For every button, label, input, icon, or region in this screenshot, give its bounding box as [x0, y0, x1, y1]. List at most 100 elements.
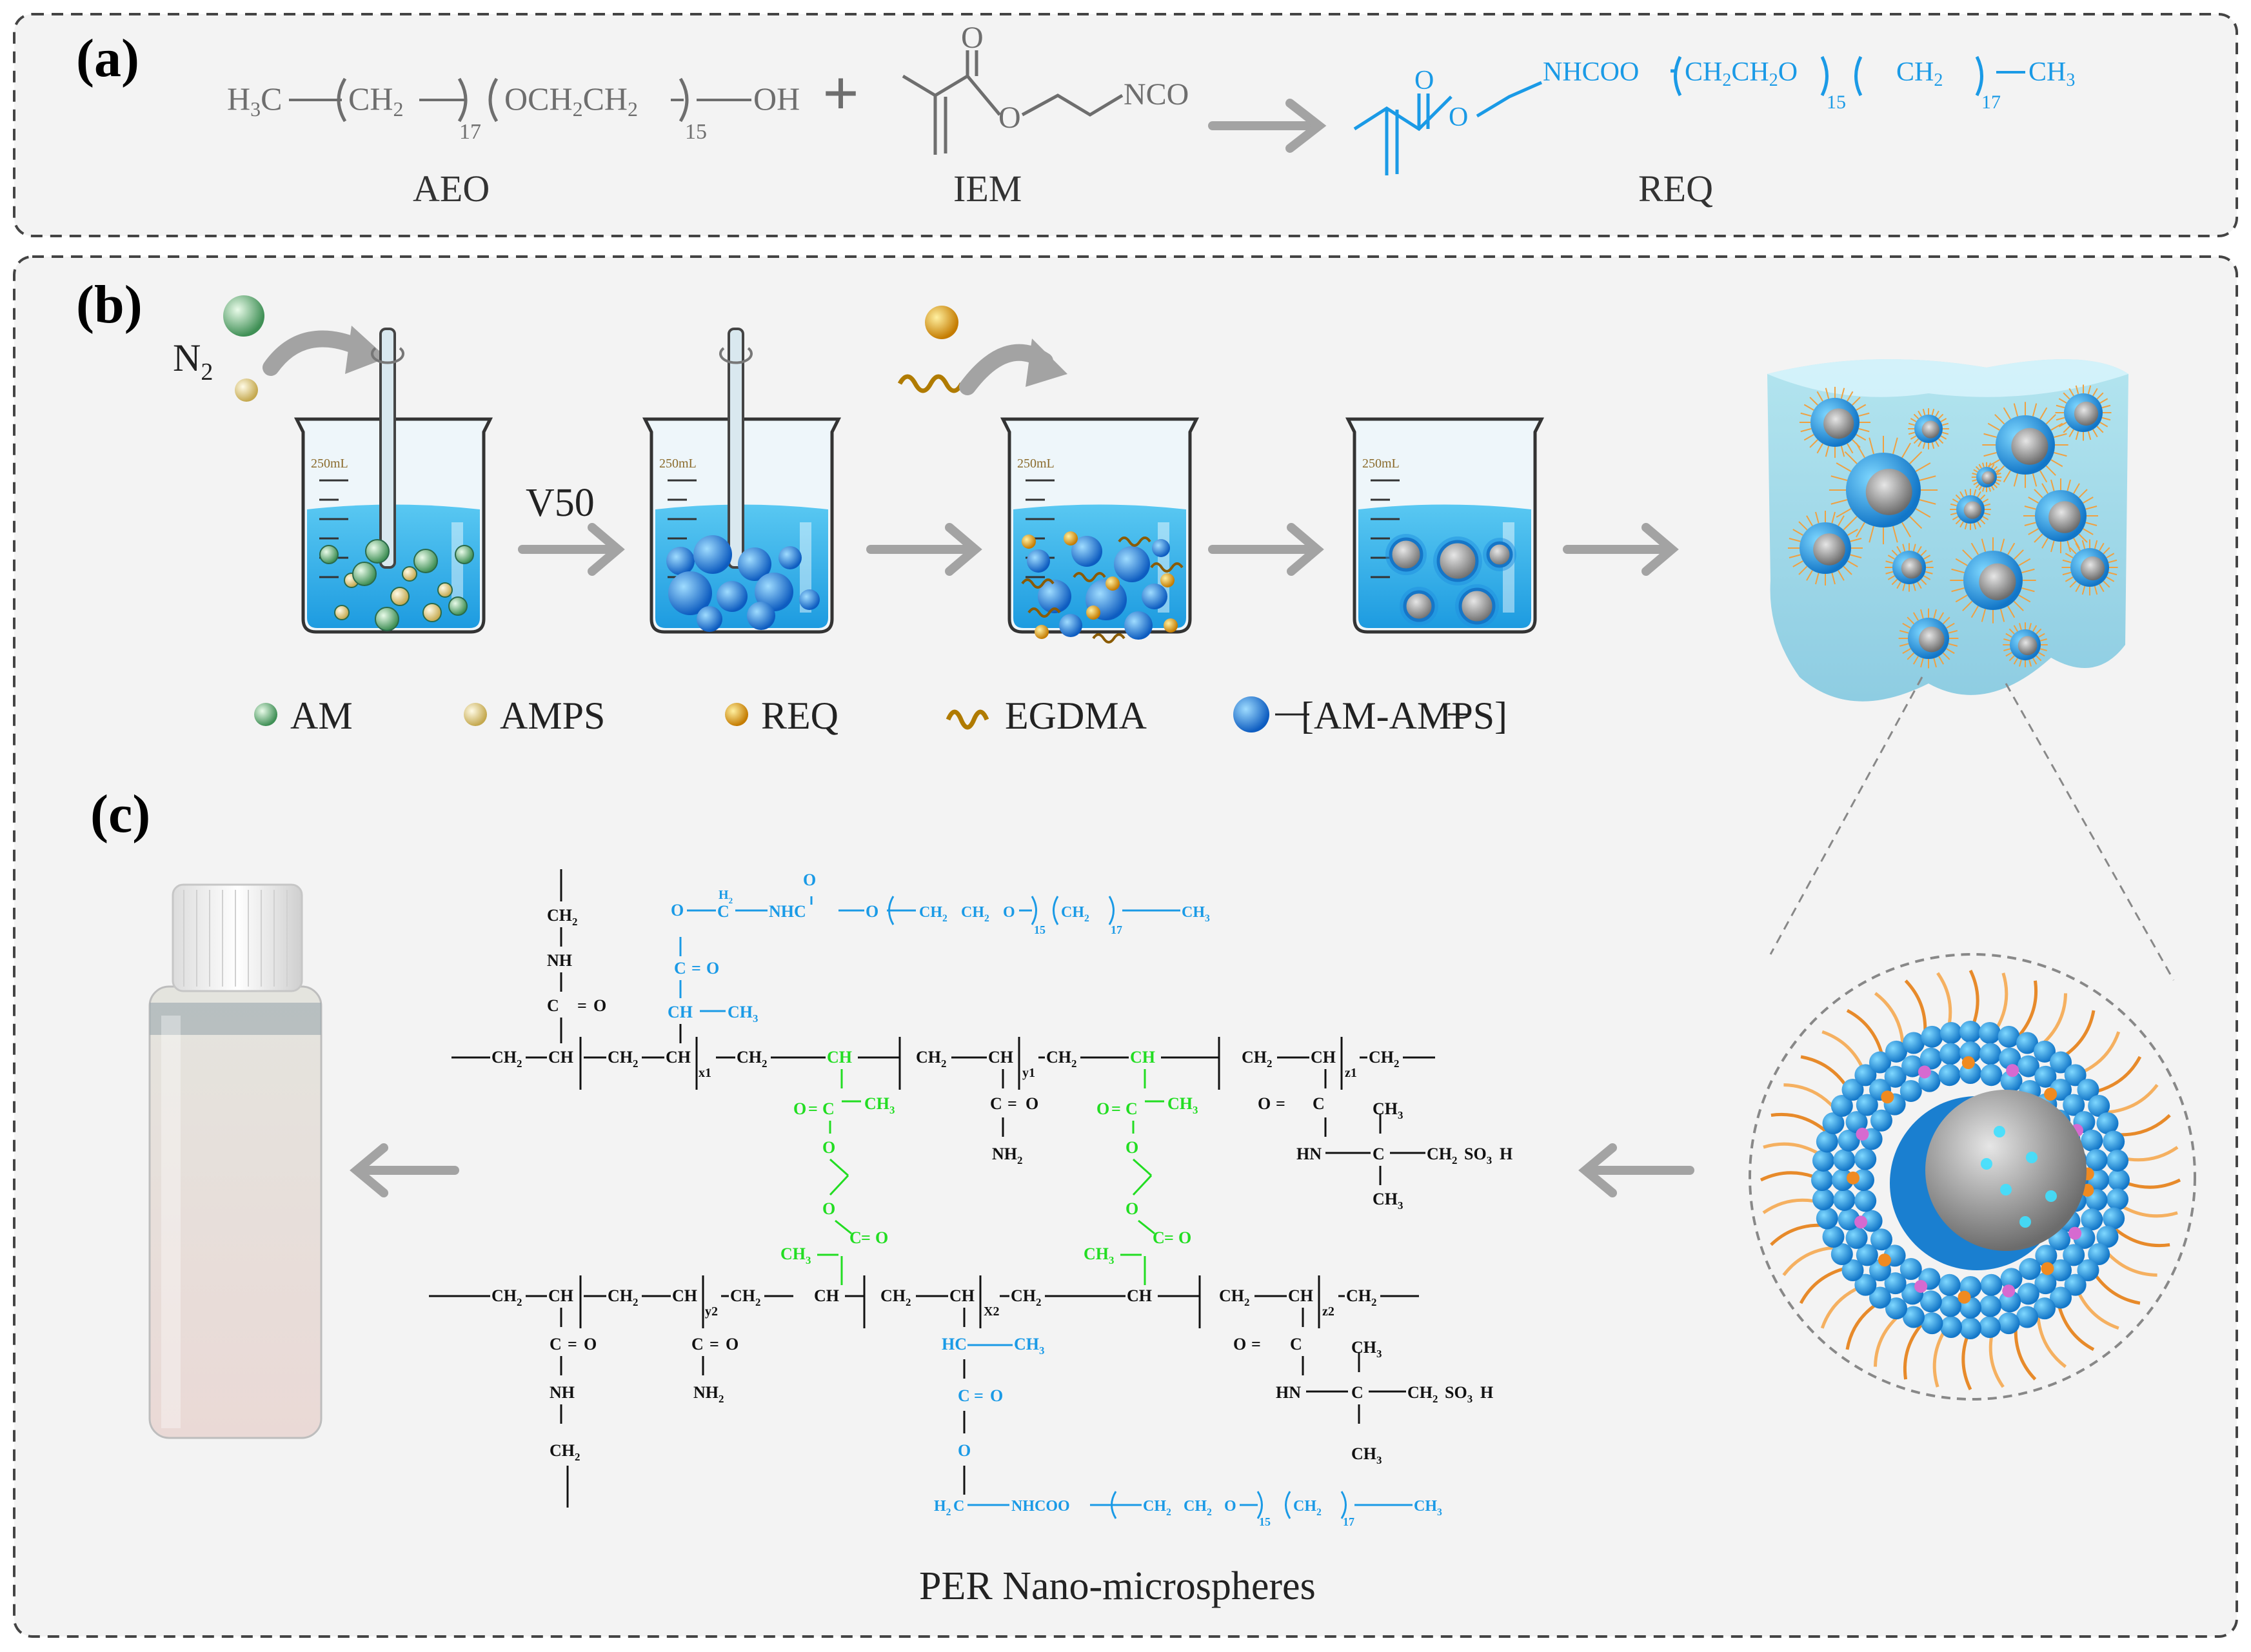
- beaker-1: 250mL: [293, 328, 493, 634]
- chem-bond: [835, 1219, 852, 1235]
- req-nhcoo: NHCOO: [1543, 57, 1639, 87]
- chem-text: CH2: [919, 904, 947, 924]
- chem-text: O: [726, 1335, 739, 1353]
- chem-text: NHCOO: [1011, 1498, 1070, 1515]
- chem-text: O: [1126, 1138, 1138, 1157]
- nanosphere: [2023, 478, 2098, 553]
- stir-rod: [379, 328, 396, 569]
- req-end-ch3: CH3: [2028, 57, 2075, 90]
- chem-text: C: [822, 1099, 835, 1118]
- req-ester-o: O: [1449, 103, 1468, 132]
- chem-text: =: [1007, 1094, 1017, 1113]
- nitrogen-label: N2: [173, 337, 213, 386]
- am-monomer-ball: [223, 295, 264, 337]
- chem-bond: [1138, 1219, 1155, 1235]
- chem-text: O: [671, 901, 684, 919]
- chem-text: =: [974, 1386, 984, 1405]
- chem-text: =: [709, 1335, 719, 1353]
- beaker-volume: 250mL: [311, 457, 348, 471]
- chem-text: C: [1373, 1145, 1385, 1163]
- amps-monomer-ball: [235, 379, 258, 402]
- zoom-line-left: [1769, 676, 1923, 955]
- chem-text: CH: [672, 1286, 697, 1305]
- chem-text: O: [793, 1099, 806, 1118]
- chem-text: O: [875, 1228, 888, 1247]
- arrow-a: [1208, 99, 1327, 153]
- chem-text: O: [803, 870, 816, 889]
- chem-text: C: [990, 1094, 1002, 1113]
- zoom-line-right: [2005, 683, 2175, 981]
- chem-text: CH: [1288, 1286, 1313, 1305]
- chem-text: CH: [548, 1048, 573, 1067]
- chem-text: 17: [1111, 923, 1122, 936]
- nanosphere: [2061, 539, 2118, 596]
- chem-text: C: [550, 1335, 562, 1353]
- nanosphere: [1908, 408, 1949, 449]
- nanosphere: [2055, 384, 2112, 441]
- panel-b-label: (b): [76, 275, 143, 335]
- chem-text: CH: [548, 1286, 573, 1305]
- nanosphere: [1950, 489, 1991, 530]
- chem-text: CH: [1130, 1048, 1155, 1067]
- chem-text: y2: [705, 1304, 718, 1319]
- stir-rotation-icon: [719, 347, 753, 364]
- aeo-name: AEO: [413, 168, 490, 210]
- chem-text: H: [1480, 1383, 1493, 1402]
- nanosphere: [1799, 386, 1871, 458]
- legend-label: AM: [290, 694, 353, 737]
- chem-text: NH: [550, 1383, 575, 1402]
- chem-text: HN: [1296, 1145, 1322, 1163]
- iem-structure: [902, 50, 1124, 155]
- chem-text: O: [706, 959, 719, 978]
- iem-ester-o: O: [998, 101, 1021, 135]
- chem-text: CH: [988, 1048, 1013, 1067]
- sample-vial: [148, 883, 322, 1439]
- nanosphere: [1788, 511, 1863, 585]
- chem-text: CH: [1311, 1048, 1336, 1067]
- chem-text: NHC: [769, 902, 806, 921]
- chem-text: =: [568, 1335, 577, 1353]
- chem-text: C: [717, 902, 729, 921]
- chem-text: C: [1290, 1335, 1302, 1353]
- chem-text: H: [1500, 1145, 1512, 1163]
- beaker-volume: 250mL: [1362, 457, 1400, 471]
- svg-text:H3C: H3C: [227, 81, 282, 121]
- chem-text: O: [990, 1386, 1003, 1405]
- panel-c-label: (c): [90, 784, 150, 844]
- panel-a-label: (a): [76, 28, 139, 88]
- nanosphere: [1982, 402, 2068, 488]
- process-arrows-c: [350, 1143, 1694, 1197]
- chem-text: O: [1126, 1199, 1138, 1218]
- gel-embedded-spheres: [1788, 384, 2118, 669]
- chem-text: =: [1111, 1099, 1121, 1118]
- chem-bond: [1132, 1174, 1153, 1196]
- chem-text: CH: [668, 1003, 693, 1021]
- chem-text: HC: [942, 1335, 967, 1353]
- stir-rotation-icon: [371, 347, 404, 364]
- chem-text: 15: [1259, 1515, 1271, 1528]
- stir-rod: [728, 328, 744, 569]
- chem-text: =: [1276, 1094, 1285, 1113]
- legend-swatch: [254, 703, 277, 726]
- req-carbonyl-o: O: [1414, 66, 1434, 95]
- panel-bc-frame: [13, 255, 2238, 1638]
- chem-text: C: [674, 959, 686, 978]
- nanosphere: [2003, 622, 2048, 667]
- iem-nco: NCO: [1124, 77, 1189, 112]
- hydrogel-block: [1767, 359, 2128, 702]
- chem-text: =: [861, 1228, 871, 1247]
- chem-text: CH2: [491, 1286, 522, 1308]
- legend-swatch: [725, 703, 748, 726]
- req-feed-ball: [925, 306, 958, 339]
- chem-text: O: [1026, 1094, 1038, 1113]
- chem-text: O: [1003, 904, 1015, 921]
- chem-text: CH: [814, 1286, 839, 1305]
- initiator-label: V50: [526, 481, 595, 525]
- beaker-volume: 250mL: [1017, 457, 1055, 471]
- chem-text: C: [547, 996, 559, 1015]
- caption: PER Nano-microspheres: [919, 1564, 1316, 1608]
- chem-text: O: [1233, 1335, 1246, 1353]
- chem-text: O: [958, 1441, 971, 1460]
